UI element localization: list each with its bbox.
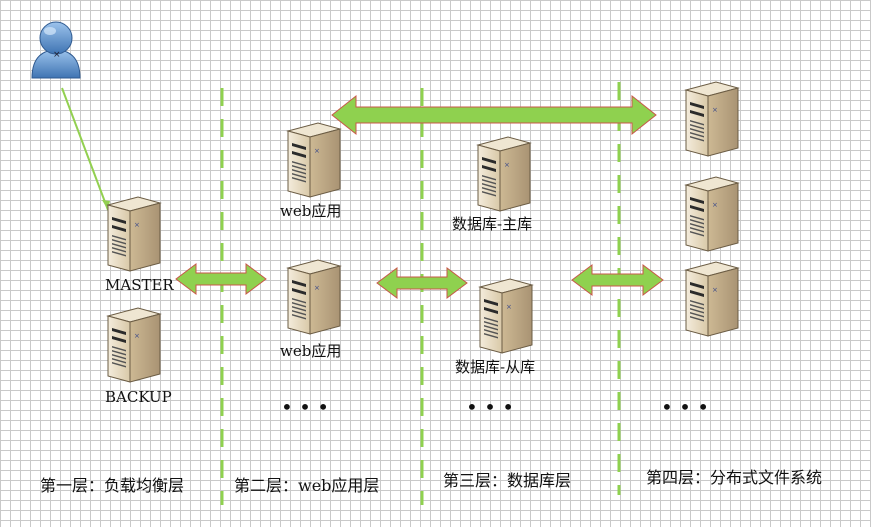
web-server-2-label: web应用 (280, 342, 342, 360)
master-label: MASTER (105, 276, 174, 294)
layer-3-label: 第三层：数据库层 (443, 471, 572, 490)
user-icon: × (31, 21, 81, 79)
layer-1-label: 第一层：负载均衡层 (40, 476, 185, 495)
db-slave-label: 数据库-从库 (455, 358, 536, 376)
master-server-icon (107, 196, 161, 272)
backup-server-icon (107, 307, 161, 383)
arrow-web-to-db (376, 267, 468, 299)
db-more-ellipsis: • • • (466, 395, 515, 419)
user-to-master-connector (61, 87, 109, 211)
web-server-1-label: web应用 (280, 202, 342, 220)
svg-text:×: × (53, 50, 61, 60)
layer-2-label: 第二层：web应用层 (234, 476, 380, 495)
arrow-db-to-fs (571, 264, 664, 296)
web-more-ellipsis: • • • (281, 395, 330, 419)
fs-more-ellipsis: • • • (661, 395, 710, 419)
web-server-1-icon (287, 122, 341, 198)
fs-server-1-icon (685, 81, 739, 157)
arrow-web-to-fs (331, 94, 657, 136)
backup-label: BACKUP (105, 388, 172, 406)
layer-4-label: 第四层：分布式文件系统 (646, 468, 823, 487)
db-master-server-icon (477, 136, 531, 212)
db-slave-server-icon (479, 278, 533, 354)
fs-server-2-icon (685, 176, 739, 252)
fs-server-3-icon (685, 261, 739, 337)
arrow-lb-to-web (175, 263, 267, 295)
db-master-label: 数据库-主库 (452, 215, 533, 233)
web-server-2-icon (287, 259, 341, 335)
